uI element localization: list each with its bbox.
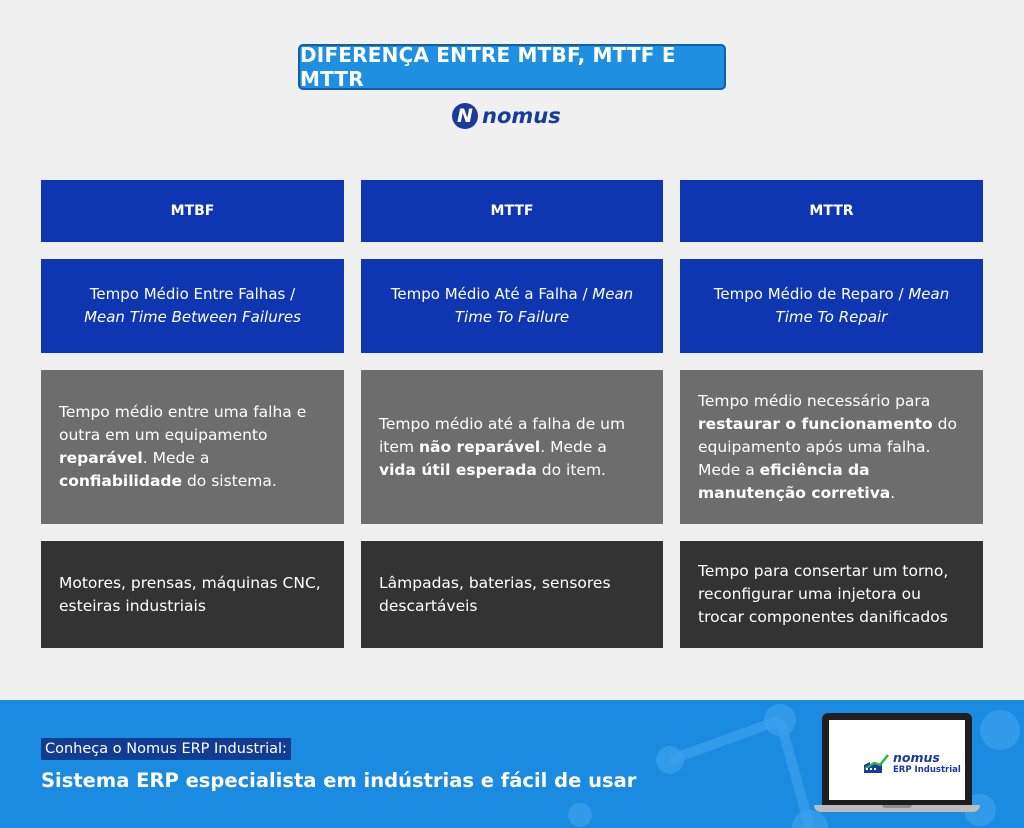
- laptop-mockup: nomus ERP Industrial: [814, 713, 980, 813]
- description-mttr-part: .: [890, 483, 896, 502]
- description-mttr-part: do equipamento após uma falha. Mede a: [698, 414, 957, 479]
- examples-mttf: Lâmpadas, baterias, sensores descartávei…: [361, 541, 663, 648]
- description-mttf-part: . Mede a: [540, 437, 607, 456]
- heading-mtbf: MTBF: [41, 180, 344, 242]
- name-mttr: Tempo Médio de Reparo / Mean Time To Rep…: [680, 259, 983, 353]
- examples-mttf-text: Lâmpadas, baterias, sensores descartávei…: [379, 573, 611, 615]
- gear-network-decoration: [568, 704, 1020, 828]
- nomus-logo-text: nomus: [482, 104, 561, 128]
- heading-mttf: MTTF: [361, 180, 663, 242]
- footer-headline: Sistema ERP especialista em indústrias e…: [41, 769, 637, 792]
- description-mttr: Tempo médio necessário para restaurar o …: [680, 370, 983, 524]
- name-mttf-en: Mean Time To Failure: [454, 285, 634, 326]
- description-mttr-part: Tempo médio necessário para: [698, 391, 931, 410]
- factory-icon: [864, 754, 889, 773]
- name-mttf: Tempo Médio Até a Falha / Mean Time To F…: [361, 259, 663, 353]
- description-mtbf-part: Tempo médio entre uma falha e outra em u…: [59, 403, 307, 444]
- laptop-screen: nomus ERP Industrial: [822, 713, 972, 805]
- name-mttf-pt: Tempo Médio Até a Falha /: [390, 285, 588, 303]
- description-mttf-bold: vida útil esperada: [379, 460, 537, 479]
- laptop-notch: [882, 805, 912, 808]
- name-mttr-en: Mean Time To Repair: [775, 285, 950, 326]
- nomus-logo-icon: N: [452, 103, 478, 129]
- examples-mttr-text: Tempo para consertar um torno, reconfigu…: [698, 562, 949, 626]
- description-mtbf: Tempo médio entre uma falha e outra em u…: [41, 370, 344, 524]
- name-mtbf-en: Mean Time Between Failures: [84, 308, 301, 326]
- laptop-logo-sub: ERP Industrial: [893, 765, 961, 775]
- description-mtbf-part: do sistema.: [182, 472, 277, 490]
- description-mttf-part: do item.: [536, 460, 606, 479]
- description-mttf-bold: não reparável: [418, 437, 541, 456]
- description-mtbf-bold: reparável: [59, 449, 143, 467]
- name-mtbf: Tempo Médio Entre Falhas / Mean Time Betw…: [41, 259, 344, 353]
- examples-mtbf: Motores, prensas, máquinas CNC, esteiras…: [41, 541, 344, 648]
- nomus-logo: N nomus: [452, 100, 561, 132]
- laptop-display: nomus ERP Industrial: [829, 720, 965, 800]
- name-mttr-pt: Tempo Médio de Reparo /: [713, 285, 904, 303]
- footer-kicker: Conheça o Nomus ERP Industrial:: [41, 738, 291, 760]
- laptop-logo-word: nomus: [893, 750, 940, 765]
- examples-mttr: Tempo para consertar um torno, reconfigu…: [680, 541, 983, 648]
- description-mttr-bold: restaurar o funcionamento: [698, 414, 933, 433]
- examples-mtbf-text: Motores, prensas, máquinas CNC, esteiras…: [59, 573, 321, 615]
- laptop-base: [814, 805, 980, 812]
- name-mtbf-pt: Tempo Médio Entre Falhas /: [89, 285, 296, 303]
- page-title: DIFERENÇA ENTRE MTBF, MTTF E MTTR: [298, 43, 726, 91]
- heading-mttr: MTTR: [680, 180, 983, 242]
- description-mtbf-bold: confiabilidade: [59, 472, 183, 490]
- description-mttf: Tempo médio até a falha de um item não r…: [361, 370, 663, 524]
- description-mttf-part: Tempo médio até a falha de um item: [379, 414, 626, 456]
- description-mttr-bold: eficiência da manutenção corretiva: [698, 460, 891, 502]
- description-mtbf-part: . Mede a: [142, 449, 210, 467]
